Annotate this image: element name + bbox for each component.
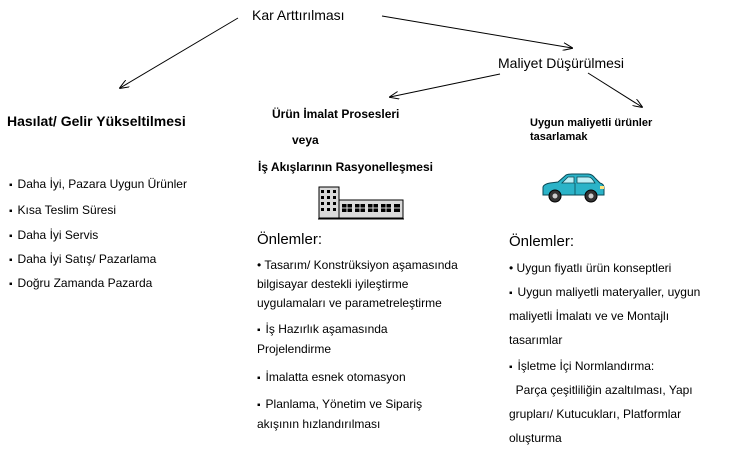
right-measures-label: Önlemler: [509, 233, 575, 250]
factory-icon [318, 186, 404, 220]
center-item-1-line: • Tasarım/ Konstrüksiyon aşamasında [257, 258, 458, 272]
center-title-line3: İş Akışlarının Rasyonelleşmesi [258, 160, 433, 174]
right-title-line2: tasarlamak [530, 131, 588, 143]
right-item-3-line: İşletme İçi Normlandırma: [509, 359, 655, 373]
right-item-2-line: tasarımlar [509, 333, 563, 347]
center-title-line2: veya [292, 133, 319, 147]
left-item: Kısa Teslim Süresi [9, 203, 116, 217]
center-item-4-line: Planlama, Yönetim ve Sipariş [257, 397, 423, 411]
right-item-2-line: Uygun maliyetli materyaller, uygun [509, 285, 701, 299]
car-icon [542, 173, 605, 203]
right-item-1-line: • Uygun fiyatlı ürün konseptleri [509, 261, 672, 275]
left-item: Doğru Zamanda Pazarda [9, 276, 153, 290]
mid-node-cost-reduction: Maliyet Düşürülmesi [498, 55, 625, 71]
center-item-1-line: bilgisayar destekli iyileştirme [257, 277, 409, 291]
top-node-profit: Kar Arttırılması [252, 7, 345, 23]
arrow-to-design [587, 72, 642, 107]
right-item-3-line: grupları/ Kutucukları, Platformlar [509, 407, 682, 421]
center-item-3-line: İmalatta esnek otomasyon [257, 370, 406, 384]
right-item-3-line: oluşturma [509, 431, 562, 445]
left-item: Daha İyi Satış/ Pazarlama [9, 252, 157, 266]
left-item: Daha İyi Servis [9, 228, 99, 242]
arrow-to-cost [381, 15, 572, 48]
arrow-to-revenue [120, 17, 239, 88]
right-title-line1: Uygun maliyetli ürünler [530, 117, 653, 129]
center-item-2-line: İş Hazırlık aşamasında [257, 322, 388, 336]
center-item-1-line: uygulamaları ve parametreleştirme [257, 296, 442, 310]
left-title: Hasılat/ Gelir Yükseltilmesi [7, 113, 186, 129]
arrow-to-process [390, 73, 501, 97]
center-item-2-line: Projelendirme [257, 342, 332, 356]
center-title-line1: Ürün İmalat Prosesleri [272, 107, 400, 121]
right-item-2-line: maliyetli İmalatı ve ve Montajlı [509, 309, 670, 323]
center-item-4-line: akışının hızlandırılması [257, 417, 381, 431]
left-item: Daha İyi, Pazara Uygun Ürünler [9, 177, 187, 191]
center-measures-label: Önlemler: [257, 231, 323, 248]
right-item-3-line: Parça çeşitliliğin azaltılması, Yapı [509, 383, 693, 397]
